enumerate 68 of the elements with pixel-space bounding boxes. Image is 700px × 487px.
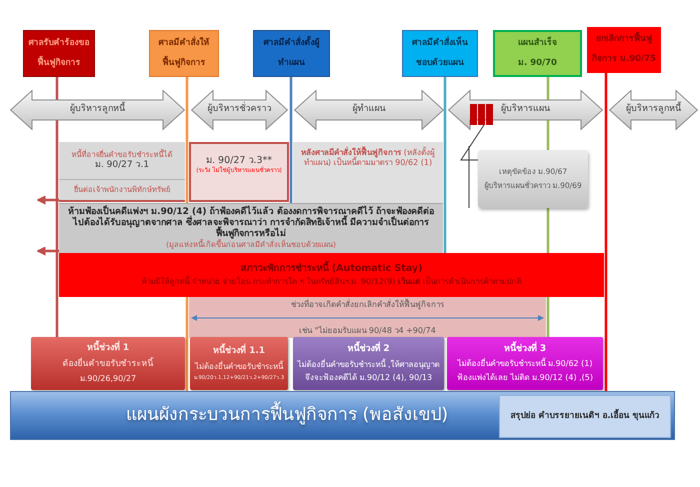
band-text: ช่วงที่อาจเกิดคำสั่งยกเลิกคำสั่งให้ฟื้นฟูกิจการ bbox=[291, 300, 444, 310]
debt-heading: หนี้ช่วงที่ 1.1 bbox=[212, 344, 266, 360]
debt-text: ต้องยื่นคำขอรับชำระหนี้ bbox=[62, 356, 154, 371]
event-box bbox=[493, 30, 582, 77]
bars-icon bbox=[470, 104, 493, 125]
section-ref: ม. 90/27 ว.1 bbox=[94, 160, 150, 172]
milestone-line bbox=[186, 297, 188, 391]
info-band bbox=[59, 203, 443, 253]
info-box bbox=[478, 150, 588, 208]
period-banner bbox=[448, 90, 603, 130]
credit-text: สรุปย่อ คำบรรยายเนติฯ อ.เอื้อน ขุนแก้ว bbox=[510, 410, 660, 422]
banner-label: ผู้บริหารชั่วคราว bbox=[208, 104, 272, 116]
period-band bbox=[189, 297, 546, 338]
milestone-line bbox=[604, 73, 608, 391]
banner-label: ผู้ทำแผน bbox=[352, 104, 386, 116]
title-band bbox=[10, 391, 675, 440]
event-label: ศาลมีคำสั่งตั้งผู้ทำแผน bbox=[263, 34, 320, 70]
event-label: ศาลรับคำร้องขอฟื้นฟูกิจการ bbox=[28, 36, 90, 70]
band-text: เช่น "ไม่ยอมรับแผน 90/48 ว4 +90/74 bbox=[299, 326, 436, 336]
info-box bbox=[293, 142, 443, 203]
period-banner bbox=[294, 90, 444, 130]
stay-band bbox=[59, 253, 604, 297]
arrow bbox=[36, 246, 59, 256]
event-box bbox=[402, 30, 478, 77]
band-text: ห้ามมิให้ลูกหนี้ จำหน่าย จ่ายโอน กระทำการใด ๆ ในทรัพย์สินฯ ม. 90/12(9) เว้นแต่ เป็นการดำเนินการค้าตามปกติ bbox=[142, 276, 522, 288]
milestone-line bbox=[546, 120, 550, 150]
period-banner bbox=[10, 90, 185, 130]
debt-text: ไม่ต้องยื่นคำขอรับชำระหนี้ ม.90/62 (1) bbox=[457, 357, 592, 370]
debt-box bbox=[293, 337, 444, 390]
debt-text: ไม่ต้องยื่นคำขอรับชำระหนี้ bbox=[195, 360, 283, 373]
event-label: ยกเลิกการฟื้นฟูกิจการ ม.90/75 bbox=[590, 30, 658, 70]
debt-text: ไม่ต้องยื่นคำขอรับชำระหนี้ ,ให้ศาลอนุญาต จึงจะฟ้องคดีได้ ม.90/12 (4), 90/13 bbox=[297, 358, 440, 384]
banner-label: ผู้บริหารลูกหนี้ bbox=[70, 104, 125, 116]
milestone-line bbox=[546, 77, 550, 100]
band-heading: สภาวะพักการชำระหนี้ (Automatic Stay) bbox=[240, 261, 422, 276]
debt-heading: หนี้ช่วงที่ 3 bbox=[504, 342, 546, 358]
event-label: ศาลมีคำสั่งเห็นชอบด้วยแผน bbox=[411, 35, 469, 70]
info-box bbox=[189, 142, 289, 202]
milestone-line bbox=[546, 208, 550, 253]
milestone-line bbox=[56, 77, 58, 100]
debt-box bbox=[31, 337, 185, 390]
event-label: ศาลมีคำสั่งให้ฟื้นฟูกิจการ bbox=[158, 35, 210, 70]
section-ref: ม. 90/27 ว.3** bbox=[206, 154, 272, 166]
milestone-line bbox=[56, 120, 58, 337]
event-box bbox=[253, 30, 330, 77]
event-box bbox=[23, 30, 95, 77]
event-box bbox=[149, 30, 219, 77]
arrow bbox=[36, 195, 59, 205]
milestone-line bbox=[290, 77, 292, 203]
debt-heading: หนี้ช่วงที่ 1 bbox=[86, 341, 130, 357]
event-label: แผนสำเร็จ ม. 90/70 bbox=[517, 35, 558, 70]
period-banner bbox=[191, 90, 288, 130]
debt-box bbox=[190, 337, 288, 390]
section-ref: ม.90/26,90/27 bbox=[80, 372, 136, 385]
banner-label: ผู้บริหารลูกหนี้ bbox=[626, 104, 681, 116]
credit-box bbox=[499, 395, 671, 438]
banner-label: ผู้บริหารแผน bbox=[501, 104, 550, 116]
debt-box bbox=[447, 337, 603, 390]
note-text: หลังศาลมีคำสั่งให้ฟื้นฟูกิจการ (หลังตั้งผู้ทำแผน) เป็นหนี้ตามมาตรา 90/62 (1) bbox=[300, 148, 436, 169]
milestone-line bbox=[546, 297, 550, 337]
rule-text: ห้ามฟ้องเป็นคดีแพ่งฯ ม.90/12 (4) ถ้าฟ้องคดีไว้แล้ว ต้องงดการพิจารณาคดีไว้ ถ้าจะฟ้องคดีต่อไปต้องได้รับอนุญาตจากศาล ซึ่งศาลจะพิจารณาว่า การจำกัดสิทธิเจ้าหนี้ มีความจำเป็นต่อการฟื้นฟูกิจการหรือไม่ bbox=[67, 207, 435, 240]
debt-text: ฟ้องแพ่งได้เลย ไม่ติด ม.90/12 (4) ,(5) bbox=[457, 372, 593, 384]
milestone-line bbox=[444, 77, 446, 253]
debt-heading: หนี้ช่วงที่ 2 bbox=[347, 342, 390, 358]
leader-line bbox=[460, 124, 484, 160]
period-banner bbox=[609, 90, 698, 130]
milestone-line bbox=[186, 77, 188, 203]
info-box bbox=[59, 142, 185, 202]
